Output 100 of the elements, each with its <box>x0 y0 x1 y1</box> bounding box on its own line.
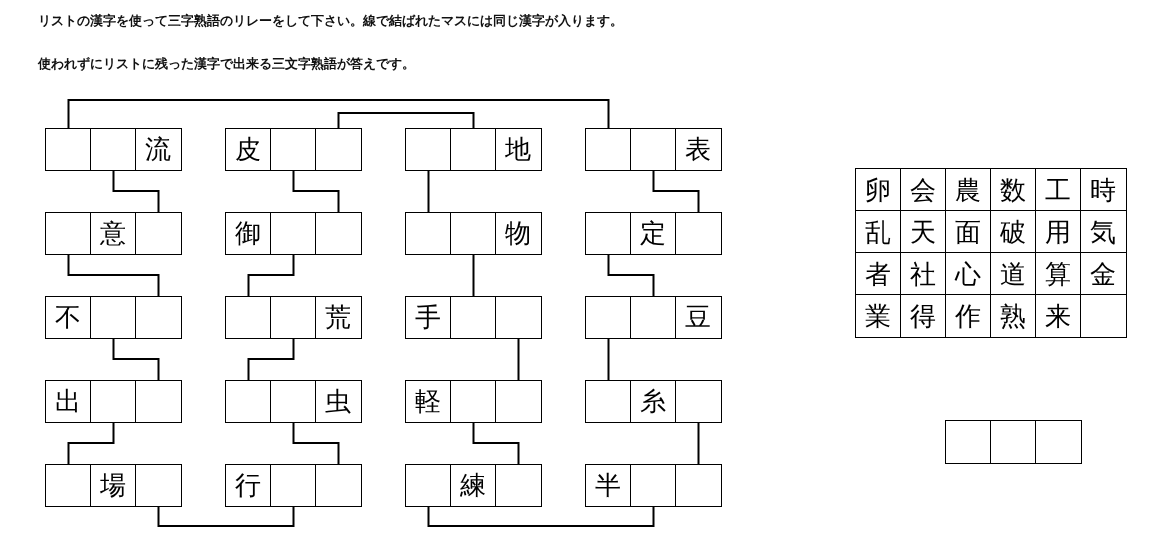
kanji-list-cell <box>990 252 1037 296</box>
kanji-character: 半 <box>595 472 622 499</box>
kanji-list-cell <box>945 168 992 212</box>
answer-square <box>90 212 137 255</box>
kanji-list-cell <box>900 252 947 296</box>
connector-line <box>697 421 700 465</box>
kanji-character: 作 <box>955 302 982 329</box>
connector-line <box>427 505 655 527</box>
kanji-character: 意 <box>100 220 127 247</box>
kanji-list-cell <box>945 294 992 338</box>
connector-line <box>337 112 475 129</box>
kanji-list-cell <box>1080 210 1127 254</box>
connector-line <box>67 253 160 297</box>
answer-square <box>225 296 272 339</box>
connector-line <box>652 169 700 213</box>
connector-line <box>157 505 295 527</box>
answer-square <box>135 380 182 423</box>
kanji-character: 得 <box>910 302 937 329</box>
kanji-character: 者 <box>865 260 892 287</box>
answer-square <box>675 464 722 507</box>
answer-square <box>315 296 362 339</box>
answer-square <box>90 464 137 507</box>
kanji-character: 定 <box>640 220 667 247</box>
kanji-character: 出 <box>55 388 82 415</box>
answer-square <box>405 128 452 171</box>
kanji-character: 気 <box>1090 218 1117 245</box>
kanji-character: 虫 <box>325 388 352 415</box>
kanji-character: 卵 <box>865 176 892 203</box>
answer-square <box>630 464 677 507</box>
answer-square <box>495 212 542 255</box>
answer-square <box>675 296 722 339</box>
instruction-text: 使われずにリストに残った漢字で出来る三文字熟語が答えです。 <box>38 55 415 73</box>
kanji-character: 面 <box>955 218 982 245</box>
answer-square <box>270 212 317 255</box>
answer-square <box>90 380 137 423</box>
kanji-list-cell <box>1035 168 1082 212</box>
answer-square <box>585 128 632 171</box>
answer-square <box>450 128 497 171</box>
kanji-character: 金 <box>1090 260 1117 287</box>
kanji-list-cell <box>900 210 947 254</box>
kanji-list-cell <box>1080 294 1127 338</box>
connector-line <box>472 253 475 297</box>
answer-square <box>495 128 542 171</box>
kanji-character: 来 <box>1045 302 1072 329</box>
answer-square <box>585 296 632 339</box>
kanji-character: 業 <box>865 302 892 329</box>
kanji-character: 流 <box>145 136 172 163</box>
answer-square <box>1035 420 1082 464</box>
kanji-list-cell <box>900 168 947 212</box>
answer-square <box>495 296 542 339</box>
answer-square <box>630 380 677 423</box>
kanji-list-cell <box>1035 252 1082 296</box>
kanji-character: 天 <box>910 218 937 245</box>
kanji-list-cell <box>855 252 902 296</box>
answer-square <box>675 380 722 423</box>
kanji-character: 時 <box>1090 176 1117 203</box>
kanji-character: 乱 <box>865 218 892 245</box>
answer-square <box>450 296 497 339</box>
answer-square <box>945 420 992 464</box>
kanji-character: 荒 <box>325 304 352 331</box>
answer-square <box>630 296 677 339</box>
answer-square <box>675 212 722 255</box>
answer-square <box>450 464 497 507</box>
kanji-character: 糸 <box>640 388 667 415</box>
answer-square <box>90 296 137 339</box>
connector-line <box>517 337 520 381</box>
kanji-list-cell <box>990 168 1037 212</box>
answer-square <box>315 380 362 423</box>
kanji-character: 破 <box>1000 218 1027 245</box>
kanji-character: 表 <box>685 136 712 163</box>
answer-square <box>225 128 272 171</box>
answer-square <box>225 380 272 423</box>
kanji-character: 算 <box>1045 260 1072 287</box>
kanji-character: 会 <box>910 176 937 203</box>
answer-square <box>405 296 452 339</box>
kanji-character: 道 <box>1000 260 1027 287</box>
kanji-character: 行 <box>235 472 262 499</box>
answer-square <box>45 296 92 339</box>
kanji-character: 豆 <box>685 304 712 331</box>
kanji-list-cell <box>990 294 1037 338</box>
answer-square <box>270 464 317 507</box>
answer-square <box>990 420 1037 464</box>
connector-line <box>247 337 295 381</box>
answer-square <box>315 128 362 171</box>
connector-line <box>112 169 160 213</box>
connector-line <box>607 337 610 381</box>
answer-square <box>135 296 182 339</box>
answer-square <box>135 128 182 171</box>
connector-line <box>292 421 340 465</box>
kanji-list-cell <box>1035 210 1082 254</box>
connector-line <box>67 99 610 129</box>
answer-square <box>135 464 182 507</box>
kanji-list-cell <box>855 168 902 212</box>
answer-square <box>450 212 497 255</box>
answer-square <box>450 380 497 423</box>
connector-line <box>427 169 430 213</box>
kanji-character: 工 <box>1045 176 1072 203</box>
answer-square <box>585 464 632 507</box>
kanji-list-cell <box>1080 252 1127 296</box>
kanji-character: 軽 <box>415 388 442 415</box>
